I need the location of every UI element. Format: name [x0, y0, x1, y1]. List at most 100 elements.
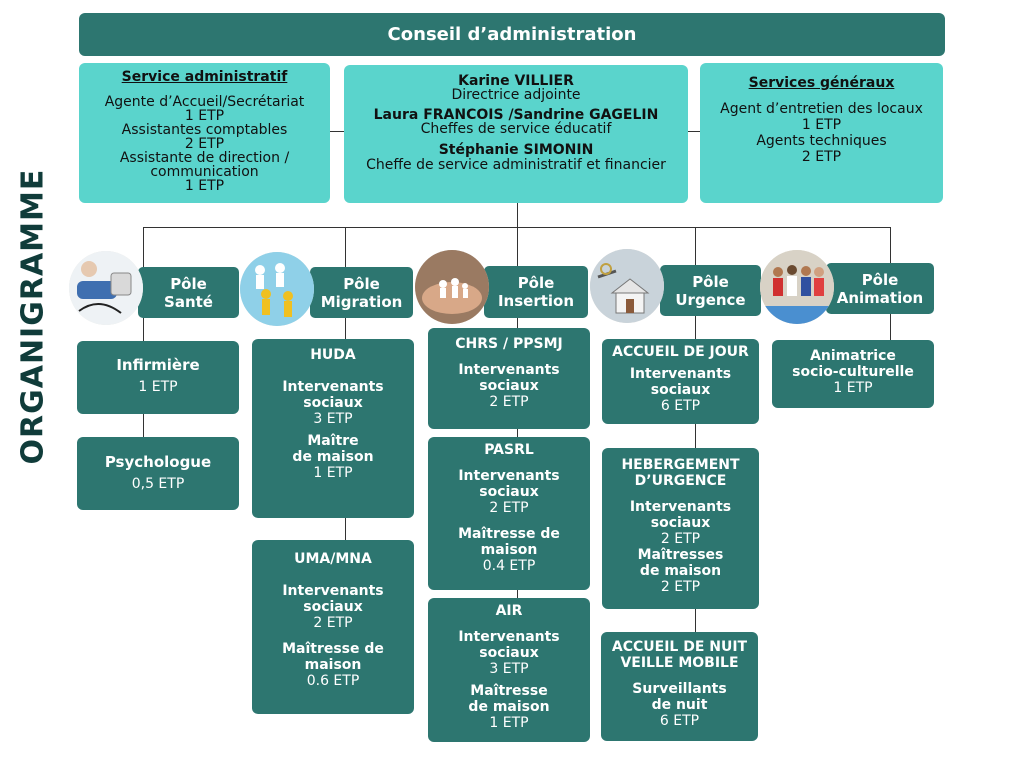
admin-line: Assistantes comptables	[121, 122, 288, 138]
pole-insertion-label: Pôle Insertion	[484, 266, 588, 318]
general-line: Agents techniques	[756, 133, 887, 149]
direction-name-2: Laura FRANCOIS /Sandrine GAGELIN	[373, 107, 659, 123]
infirmiere-title: Infirmière	[116, 356, 200, 374]
general-line: 2 ETP	[801, 149, 842, 165]
huda-box: HUDA Intervenants sociaux 3 ETP Maître d…	[252, 339, 414, 518]
pole-animation-label: Pôle Animation	[826, 263, 934, 314]
accueil-nuit-box: ACCUEIL DE NUIT VEILLE MOBILE Surveillan…	[601, 632, 758, 741]
direction-box: Karine VILLIER Directrice adjointe Laura…	[344, 65, 688, 203]
side-title: ORGANIGRAMME	[15, 168, 51, 465]
blood-pressure-photo-icon	[69, 251, 143, 325]
connector-urgence	[695, 227, 696, 265]
admin-line: Assistante de direction /	[119, 150, 290, 166]
pasrl-role2-line1: Maîtresse de	[458, 526, 560, 542]
huda-role1-etp: 3 ETP	[313, 411, 353, 427]
pole-migration-l2: Migration	[320, 292, 403, 311]
admin-line: communication	[150, 164, 259, 180]
hebergement-box: HEBERGEMENT D’URGENCE Intervenants socia…	[602, 448, 759, 609]
direction-name-3: Stéphanie SIMONIN	[438, 142, 594, 158]
accueil-jour-role1-etp: 6 ETP	[660, 398, 701, 414]
animatrice-etp: 1 ETP	[833, 380, 873, 396]
chrs-title: CHRS / PPSMJ	[455, 336, 563, 352]
pasrl-title: PASRL	[484, 442, 534, 458]
general-services-box: Services généraux Agent d’entretien des …	[700, 63, 943, 203]
admin-line: 1 ETP	[184, 178, 225, 194]
admin-service-title: Service administratif	[121, 69, 288, 85]
uma-box: UMA/MNA Intervenants sociaux 2 ETP Maîtr…	[252, 540, 414, 714]
connector-animation	[890, 227, 891, 264]
direction-name-1: Karine VILLIER	[458, 73, 574, 89]
uma-role1-line1: Intervenants	[282, 583, 384, 599]
accueil-jour-role1-line2: sociaux	[650, 382, 711, 398]
connector-insertion	[517, 227, 518, 267]
admin-line: Agente d’Accueil/Secrétariat	[104, 94, 305, 110]
pole-insertion-l1: Pôle	[517, 274, 555, 292]
pole-animation-l2: Animation	[836, 288, 924, 307]
uma-role2-line1: Maîtresse de	[282, 641, 384, 657]
connector-direction-down	[517, 203, 518, 227]
pole-urgence-l2: Urgence	[675, 290, 746, 309]
connector-poles-bar	[143, 227, 890, 228]
animatrice-title-line1: Animatrice	[810, 348, 896, 364]
chrs-role1-line2: sociaux	[479, 378, 539, 394]
pole-insertion-l2: Insertion	[497, 292, 575, 310]
hebergement-role1-line2: sociaux	[650, 515, 711, 531]
infirmiere-box: Infirmière 1 ETP	[77, 341, 239, 414]
psychologue-etp: 0,5 ETP	[131, 476, 185, 492]
accueil-nuit-title-line1: ACCUEIL DE NUIT	[611, 639, 748, 655]
uma-role1-etp: 2 ETP	[313, 615, 353, 631]
hebergement-title-line1: HEBERGEMENT	[621, 457, 740, 473]
psychologue-box: Psychologue 0,5 ETP	[77, 437, 239, 510]
pasrl-role1-line2: sociaux	[479, 484, 539, 500]
air-box: AIR Intervenants sociaux 3 ETP Maîtresse…	[428, 598, 590, 742]
uma-role1-line2: sociaux	[303, 599, 363, 615]
pasrl-role1-etp: 2 ETP	[489, 500, 529, 516]
huda-role1-line2: sociaux	[303, 395, 363, 411]
huda-title: HUDA	[310, 347, 356, 363]
air-role2-line1: Maîtresse	[470, 683, 548, 699]
pasrl-role2-etp: 0.4 ETP	[482, 558, 536, 574]
chrs-role1-etp: 2 ETP	[489, 394, 529, 410]
accueil-jour-role1-line1: Intervenants	[629, 366, 732, 382]
huda-role2-etp: 1 ETP	[313, 465, 353, 481]
hebergement-role1-line1: Intervenants	[629, 499, 732, 515]
pole-sante-l1: Pôle	[170, 274, 207, 293]
air-role2-line2: de maison	[468, 699, 550, 715]
hands-family-photo-icon	[415, 250, 489, 324]
general-services-title: Services généraux	[748, 75, 895, 91]
infirmiere-etp: 1 ETP	[138, 379, 178, 395]
accueil-nuit-role1-line1: Surveillants	[632, 681, 727, 697]
pole-urgence-label: Pôle Urgence	[660, 265, 761, 316]
uma-role2-line2: maison	[304, 657, 362, 673]
accueil-nuit-title-line2: VEILLE MOBILE	[620, 655, 739, 671]
accueil-nuit-role1-etp: 6 ETP	[659, 713, 700, 729]
board-box: Conseil d’administration	[79, 13, 945, 56]
animatrice-title-line2: socio-culturelle	[792, 364, 914, 380]
air-title: AIR	[495, 603, 523, 619]
pole-migration-l1: Pôle	[343, 274, 380, 293]
animatrice-box: Animatrice socio-culturelle 1 ETP	[772, 340, 934, 408]
pole-migration-label: Pôle Migration	[310, 267, 413, 318]
accueil-jour-box: ACCUEIL DE JOUR Intervenants sociaux 6 E…	[602, 339, 759, 424]
hebergement-role2-line2: de maison	[639, 563, 722, 579]
team-photo-icon	[760, 250, 834, 324]
connector-animation-down	[890, 314, 891, 340]
pasrl-role1-line1: Intervenants	[458, 468, 560, 484]
uma-title: UMA/MNA	[294, 551, 372, 567]
hebergement-role2-line1: Maîtresses	[637, 547, 724, 563]
chrs-box: CHRS / PPSMJ Intervenants sociaux 2 ETP	[428, 328, 590, 429]
house-keys-photo-icon	[590, 249, 664, 323]
pole-sante-label: Pôle Santé	[138, 267, 239, 318]
pasrl-role2-line2: maison	[480, 542, 538, 558]
hebergement-title-line2: D’URGENCE	[634, 473, 727, 489]
pole-animation-l1: Pôle	[861, 270, 899, 289]
air-role1-etp: 3 ETP	[489, 661, 529, 677]
direction-role-1: Directrice adjointe	[451, 87, 581, 103]
psychologue-title: Psychologue	[104, 453, 212, 471]
huda-role1-line1: Intervenants	[282, 379, 384, 395]
hebergement-role2-etp: 2 ETP	[660, 579, 701, 595]
air-role1-line1: Intervenants	[458, 629, 560, 645]
pole-sante-l2: Santé	[164, 292, 213, 311]
board-title: Conseil d’administration	[387, 24, 637, 45]
admin-line: 2 ETP	[184, 136, 225, 152]
